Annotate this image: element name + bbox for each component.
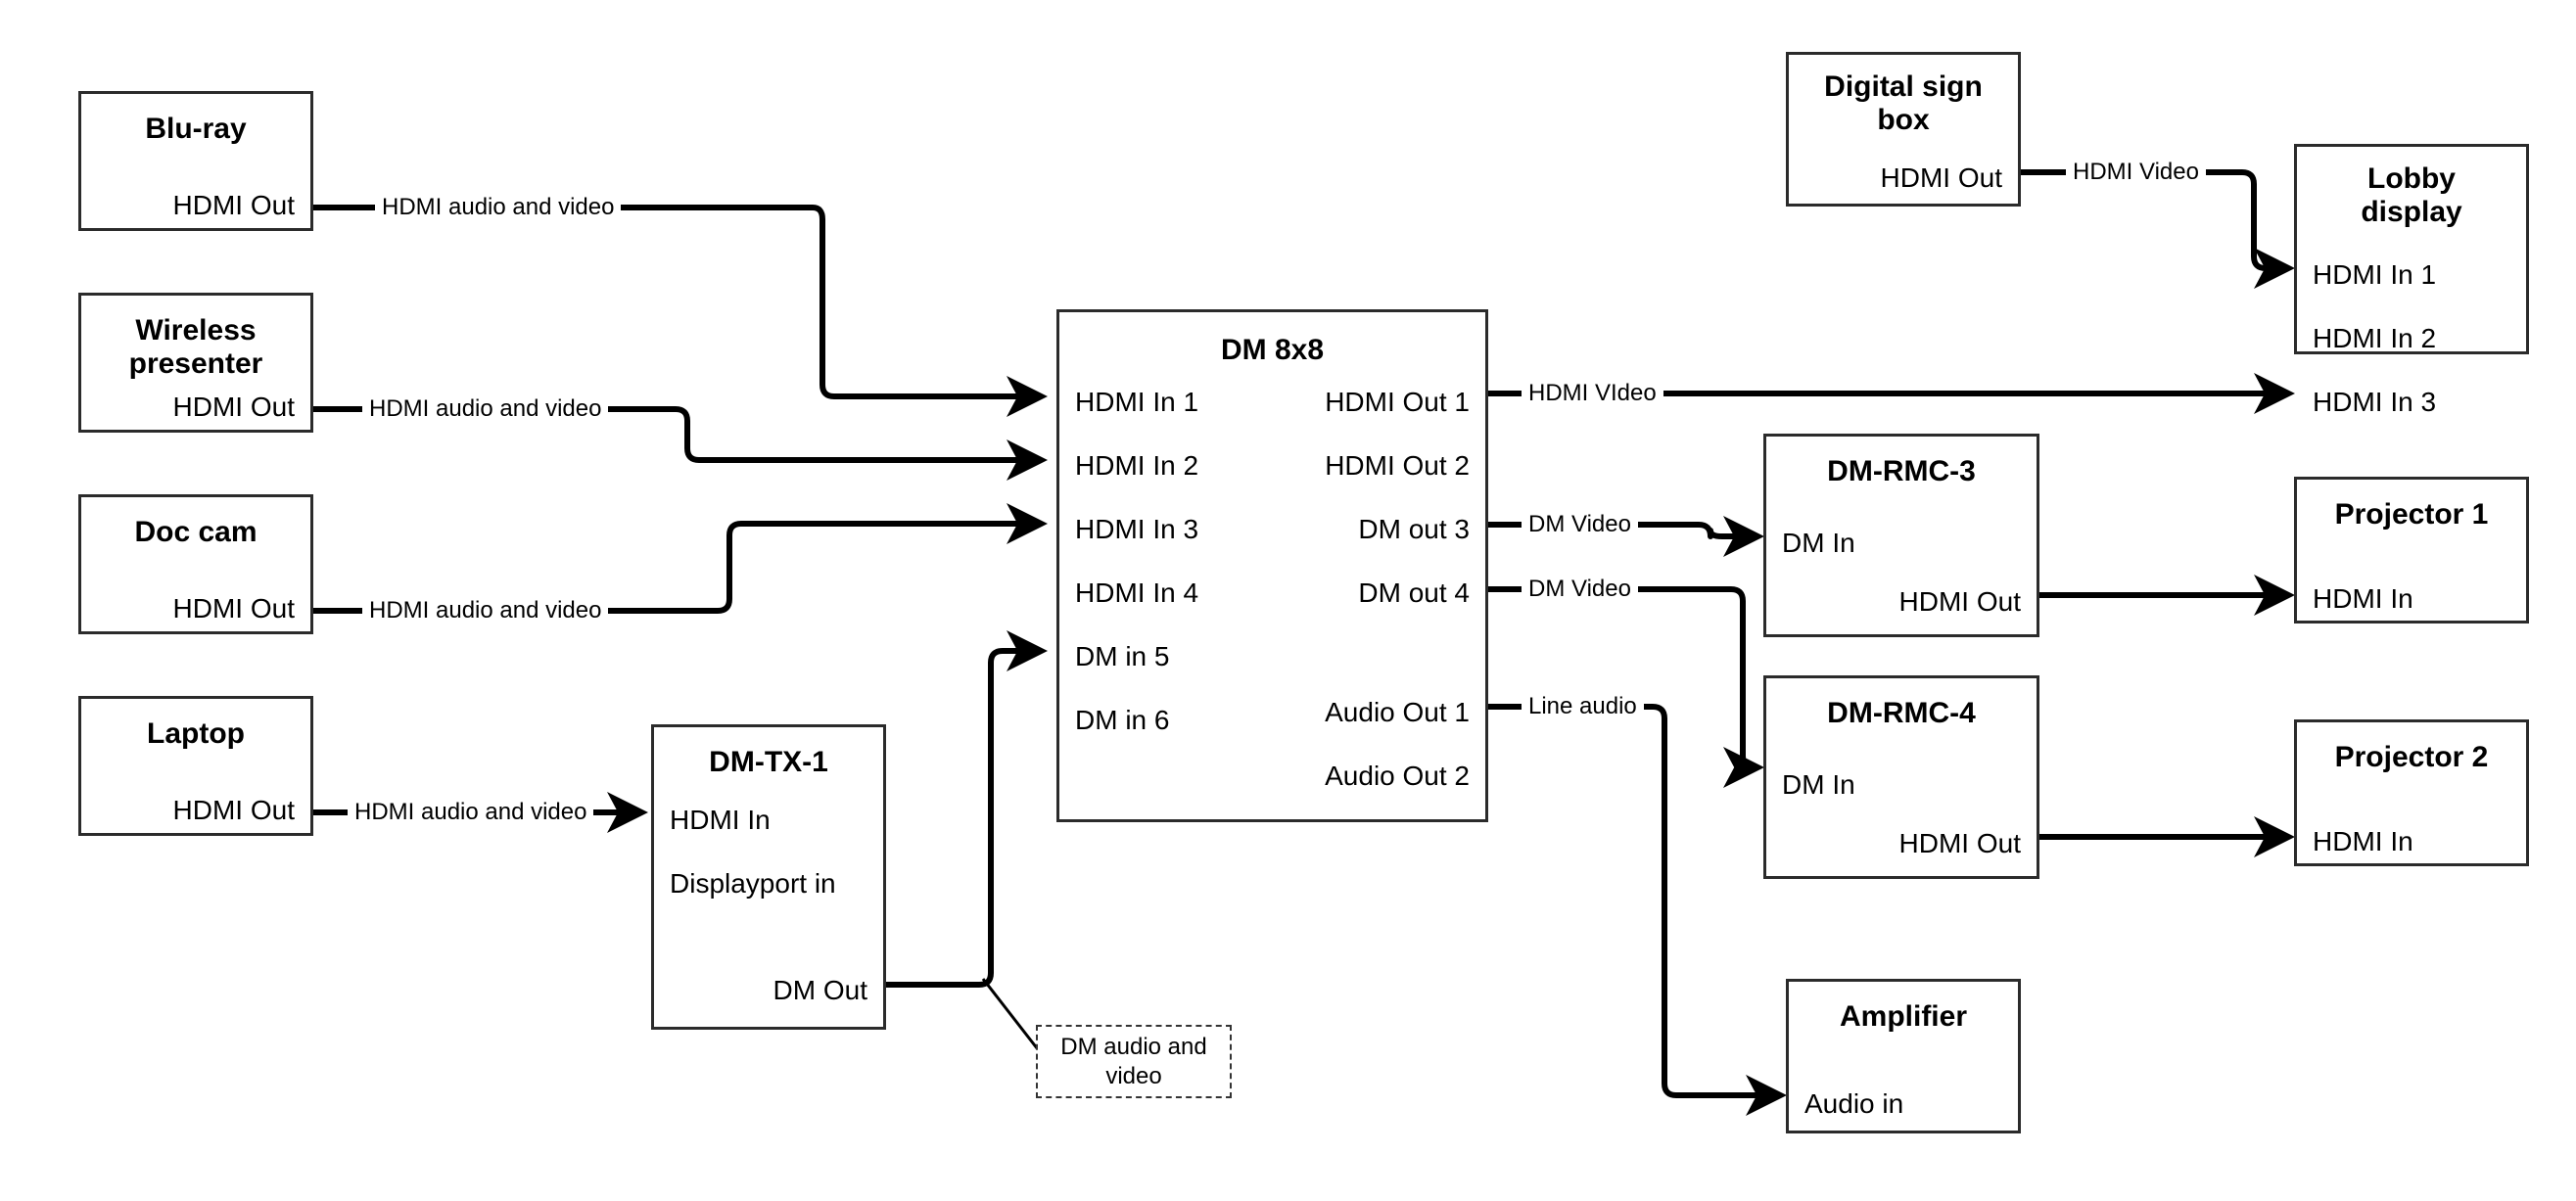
node-bluray-port-hdmi-out: HDMI Out xyxy=(172,190,295,220)
edge-label-dm8x8-out4-to-rmc4: DM Video xyxy=(1522,577,1638,601)
wire-digitalsign-to-lobby xyxy=(2021,169,2295,289)
edge-label-dm8x8-out3-to-rmc3: DM Video xyxy=(1522,513,1638,536)
edge-label-bluray-to-dm8x8: HDMI audio and video xyxy=(375,196,622,219)
node-projector-1-port-hdmi-in: HDMI In xyxy=(2313,583,2413,614)
node-digital-sign-box[interactable]: Digital sign box HDMI Out xyxy=(1786,52,2021,207)
node-dm-rmc-3-title: DM-RMC-3 xyxy=(1827,455,1976,487)
node-bluray[interactable]: Blu-ray HDMI Out xyxy=(78,91,313,231)
node-dm-8x8-output-dm-out-3: DM out 3 xyxy=(1358,514,1470,544)
node-laptop[interactable]: Laptop HDMI Out xyxy=(78,696,313,836)
node-laptop-port-hdmi-out: HDMI Out xyxy=(172,795,295,825)
node-amplifier[interactable]: Amplifier Audio in xyxy=(1786,979,2021,1133)
node-dm-rmc-4-port-hdmi-out: HDMI Out xyxy=(1898,828,2021,858)
callout-leader-line xyxy=(981,978,1043,1054)
node-doc-cam-title: Doc cam xyxy=(134,516,258,548)
node-dm-8x8-input-dm-in-5: DM in 5 xyxy=(1075,641,1170,671)
node-lobby-display-port-hdmi-in-3: HDMI In 3 xyxy=(2313,387,2437,417)
node-wireless-presenter[interactable]: Wireless presenter HDMI Out xyxy=(78,293,313,433)
node-dm-8x8-output-dm-out-4: DM out 4 xyxy=(1358,577,1470,608)
edge-label-doccam-to-dm8x8: HDMI audio and video xyxy=(362,599,609,623)
edge-label-laptop-to-dmtx1: HDMI audio and video xyxy=(348,801,594,824)
node-dm-8x8-input-hdmi-in-3: HDMI In 3 xyxy=(1075,514,1199,544)
node-doc-cam-port-hdmi-out: HDMI Out xyxy=(172,593,295,624)
node-dm-8x8-input-hdmi-in-2: HDMI In 2 xyxy=(1075,450,1199,481)
node-dm-rmc-3[interactable]: DM-RMC-3 DM In HDMI Out xyxy=(1763,434,2039,637)
wire-dmtx1-to-dm8x8 xyxy=(886,630,1048,988)
node-dm-rmc-4-title: DM-RMC-4 xyxy=(1827,697,1976,729)
node-bluray-title: Blu-ray xyxy=(145,113,247,145)
node-wireless-presenter-port-hdmi-out: HDMI Out xyxy=(172,392,295,422)
node-dm-8x8-input-dm-in-6: DM in 6 xyxy=(1075,705,1170,735)
callout-dm-audio-and-video: DM audio and video xyxy=(1036,1025,1232,1098)
node-dm-rmc-3-port-hdmi-out: HDMI Out xyxy=(1898,586,2021,617)
node-amplifier-title: Amplifier xyxy=(1839,1000,1968,1033)
node-dm-8x8-output-hdmi-out-1: HDMI Out 1 xyxy=(1325,387,1470,417)
edge-label-wireless-to-dm8x8: HDMI audio and video xyxy=(362,397,609,421)
node-lobby-display-title: Lobby display xyxy=(2361,162,2462,228)
wire-dm8x8-out4-to-rmc4 xyxy=(1488,586,1764,788)
node-lobby-display[interactable]: Lobby display HDMI In 1 HDMI In 2 HDMI I… xyxy=(2294,144,2529,416)
node-laptop-title: Laptop xyxy=(147,717,245,750)
node-dm-8x8-output-audio-out-2: Audio Out 2 xyxy=(1325,761,1470,791)
node-dm-8x8-input-hdmi-in-4: HDMI In 4 xyxy=(1075,577,1199,608)
edge-label-audio-to-amplifier: Line audio xyxy=(1522,695,1644,718)
node-doc-cam[interactable]: Doc cam HDMI Out xyxy=(78,494,313,634)
edge-label-dm8x8-out1-to-lobby: HDMI VIdeo xyxy=(1522,382,1663,405)
node-dm-8x8-input-hdmi-in-1: HDMI In 1 xyxy=(1075,387,1199,417)
node-amplifier-port-audio-in: Audio in xyxy=(1804,1088,1904,1119)
node-projector-1-title: Projector 1 xyxy=(2334,498,2489,531)
node-lobby-display-port-hdmi-in-1: HDMI In 1 xyxy=(2313,259,2437,290)
node-lobby-display-port-hdmi-in-2: HDMI In 2 xyxy=(2313,323,2437,353)
node-dm-rmc-3-port-dm-in: DM In xyxy=(1782,528,1855,558)
node-projector-2[interactable]: Projector 2 HDMI In xyxy=(2294,719,2529,866)
node-digital-sign-box-title: Digital sign box xyxy=(1824,70,1983,136)
node-dm-tx-1-port-dm-out: DM Out xyxy=(773,975,867,1005)
node-dm-8x8[interactable]: DM 8x8 HDMI In 1 HDMI In 2 HDMI In 3 HDM… xyxy=(1056,309,1488,822)
node-dm-tx-1[interactable]: DM-TX-1 HDMI In Displayport in DM Out xyxy=(651,724,886,1030)
wire-dm8x8-audio-to-amplifier xyxy=(1488,704,1787,1116)
node-digital-sign-box-port-hdmi-out: HDMI Out xyxy=(1880,162,2002,193)
node-dm-rmc-4-port-dm-in: DM In xyxy=(1782,769,1855,800)
node-wireless-presenter-title: Wireless presenter xyxy=(128,314,263,380)
node-dm-tx-1-port-displayport-in: Displayport in xyxy=(670,868,836,899)
node-projector-2-port-hdmi-in: HDMI In xyxy=(2313,826,2413,856)
node-dm-8x8-title: DM 8x8 xyxy=(1220,334,1325,366)
node-dm-tx-1-port-hdmi-in: HDMI In xyxy=(670,805,771,835)
wire-bluray-to-dm8x8 xyxy=(313,205,1048,417)
edge-label-digitalsign-to-lobby: HDMI Video xyxy=(2066,161,2206,184)
node-dm-8x8-output-audio-out-1: Audio Out 1 xyxy=(1325,697,1470,727)
node-dm-tx-1-title: DM-TX-1 xyxy=(709,746,828,778)
node-projector-1[interactable]: Projector 1 HDMI In xyxy=(2294,477,2529,624)
node-projector-2-title: Projector 2 xyxy=(2334,741,2489,773)
node-dm-rmc-4[interactable]: DM-RMC-4 DM In HDMI Out xyxy=(1763,675,2039,879)
node-dm-8x8-output-hdmi-out-2: HDMI Out 2 xyxy=(1325,450,1470,481)
